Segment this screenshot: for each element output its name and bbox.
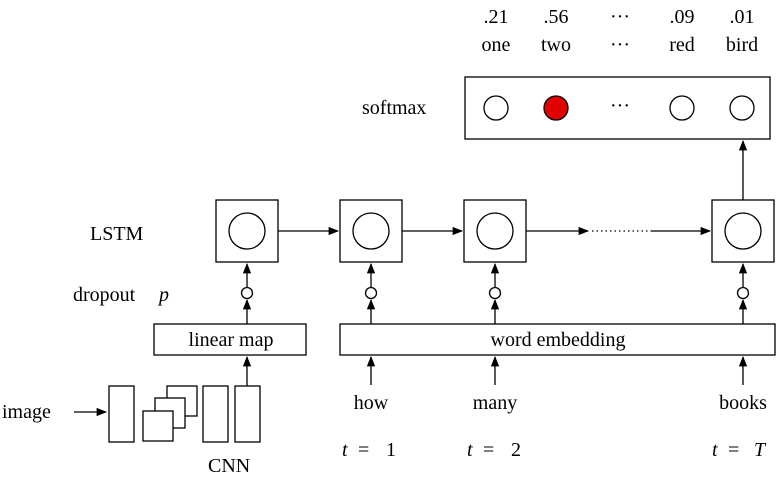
output-words: one two ··· red bird (482, 34, 759, 56)
time-step-T-val: T (754, 439, 767, 461)
softmax-label: softmax (362, 97, 426, 119)
time-step-2-eq: = (483, 439, 494, 461)
input-word-many: many (473, 392, 517, 414)
softmax-unit-red (669, 95, 695, 121)
time-step-1-val: 1 (386, 439, 396, 461)
input-word-how: how (354, 392, 389, 414)
word-label-bird: bird (726, 34, 758, 56)
lstm-cell-last (711, 199, 775, 263)
image-label: image (2, 401, 51, 423)
lstm-label: LSTM (90, 223, 144, 245)
cnn-layer-4 (202, 385, 229, 443)
time-step-1: t = 1 (342, 439, 396, 461)
time-step-T: t = T (712, 439, 767, 461)
cnn-layers (108, 385, 261, 443)
softmax-ellipsis: ··· (610, 95, 630, 117)
word-label-red: red (669, 34, 695, 56)
softmax-unit-two-highlighted (543, 95, 569, 121)
dropout-node-1 (240, 262, 254, 324)
lstm-cell-1 (215, 199, 279, 263)
time-step-2-val: 2 (511, 439, 521, 461)
cnn-label: CNN (208, 455, 250, 477)
time-step-2: t = 2 (467, 439, 521, 461)
word-embedding-box (339, 323, 776, 356)
softmax-box (464, 76, 771, 140)
time-step-1-var: t (342, 439, 348, 461)
prob-label-ellipsis: ··· (610, 6, 630, 28)
dropout-node-2 (364, 262, 378, 324)
time-step-1-eq: = (358, 439, 369, 461)
cnn-input-layer (108, 385, 135, 443)
linear-map-box (153, 323, 307, 356)
prob-label-bird: .01 (730, 6, 755, 28)
softmax-unit-one (483, 95, 509, 121)
time-step-T-eq: = (728, 439, 739, 461)
word-label-two: two (541, 34, 571, 56)
lstm-cell-3 (463, 199, 527, 263)
dropout-node-last (736, 262, 750, 324)
input-word-books: books (719, 392, 767, 414)
word-label-ellipsis: ··· (610, 34, 630, 56)
word-embedding-label: word embedding (491, 329, 626, 351)
dropout-label: dropout (73, 284, 136, 306)
softmax-unit-bird (729, 95, 755, 121)
cnn-layer-5 (234, 385, 261, 443)
time-step-2-var: t (467, 439, 473, 461)
prob-label-one: .21 (484, 6, 509, 28)
linear-map-label: linear map (189, 329, 274, 351)
lstm-cell-2 (339, 199, 403, 263)
time-step-T-var: t (712, 439, 718, 461)
dropout-p-label: p (157, 284, 169, 306)
output-probabilities: .21 .56 ··· .09 .01 (484, 6, 755, 28)
prob-label-two: .56 (544, 6, 569, 28)
word-label-one: one (482, 34, 511, 56)
dropout-node-3 (488, 262, 502, 324)
prob-label-red: .09 (670, 6, 695, 28)
cnn-feature-map-3 (142, 410, 174, 442)
